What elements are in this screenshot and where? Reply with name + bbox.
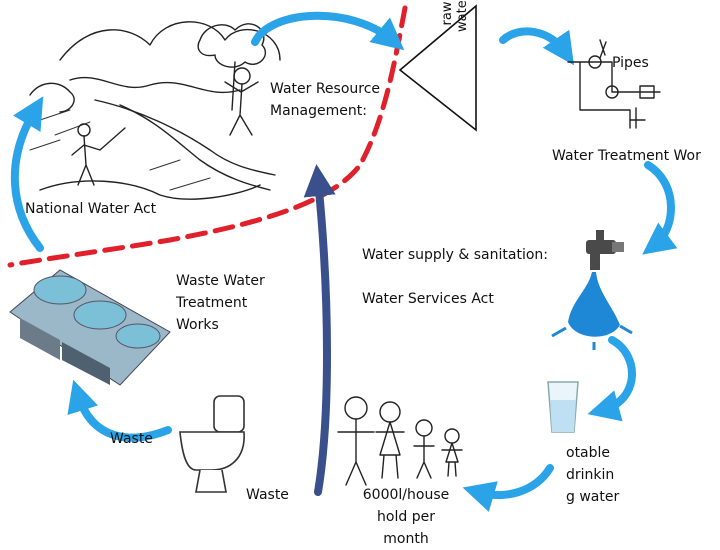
raw-water-triangle xyxy=(398,4,477,132)
arrow-glass-to-household xyxy=(462,464,554,512)
stick-figure-family-icon xyxy=(337,396,463,486)
arrow-wwtw-to-landscape xyxy=(10,96,44,252)
water-services-act-label: Water Services Act xyxy=(362,291,494,307)
toilet-icon xyxy=(179,395,245,493)
water-tap-icon xyxy=(551,230,633,350)
wwtw-label: Waste Water Treatment Works xyxy=(176,273,265,333)
water-resource-management-label: Water Resource Management: xyxy=(270,81,381,119)
water-supply-sanitation-label: Water supply & sanitation: xyxy=(362,247,549,263)
river-landscape-icon xyxy=(29,21,281,200)
boundary-line xyxy=(7,5,408,268)
waste-left-label: Waste xyxy=(110,431,153,447)
arrow-landscape-to-raw xyxy=(251,11,405,51)
arrow-raw-to-pipes xyxy=(499,27,575,66)
arrow-tap-to-glass xyxy=(587,336,636,422)
cycle-arrows xyxy=(10,11,678,512)
pipes-label: Pipes xyxy=(612,55,649,71)
return-flow-arrow xyxy=(303,164,336,496)
pipes-icon xyxy=(567,39,661,129)
water-treatment-works-label: Water Treatment Wor xyxy=(552,148,701,164)
household-usage-label: 6000l/house hold per month xyxy=(362,487,450,547)
national-water-act-label: National Water Act xyxy=(25,201,157,217)
arrow-waste-to-wwtw xyxy=(67,379,172,442)
glass-of-water-icon xyxy=(547,381,579,433)
potable-water-label: otable drinkin g water xyxy=(566,445,620,505)
arrow-works-to-tap xyxy=(642,161,678,255)
waste-bottom-label: Waste xyxy=(246,487,289,503)
treatment-plant-icon xyxy=(9,269,171,386)
raw-water-label: raw water xyxy=(440,0,470,32)
